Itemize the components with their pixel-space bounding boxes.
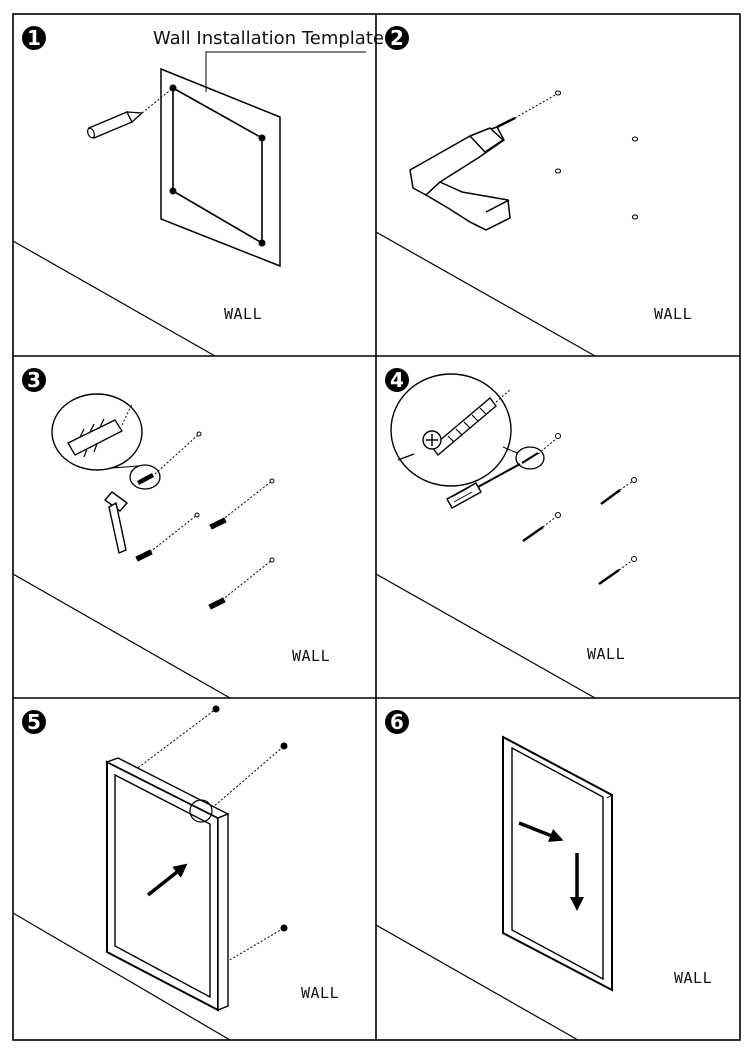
- step-6-badge: 6: [385, 710, 409, 734]
- anchor-zoom-bubble: [51, 393, 161, 490]
- step-6-number: 6: [390, 710, 404, 734]
- step-2-number: 2: [390, 26, 404, 50]
- step-4-panel: 4: [375, 368, 637, 699]
- step-5-panel: 5 WALL: [12, 705, 339, 1041]
- step-2-badge: 2: [385, 26, 409, 50]
- template-title: Wall Installation Template: [153, 28, 384, 49]
- template-hole: [169, 187, 177, 195]
- hammer-icon: [104, 491, 128, 554]
- step-1-badge: 1: [22, 26, 46, 50]
- wall-baseline: [375, 924, 579, 1041]
- panel-grid: [12, 13, 741, 1041]
- title-leader: [205, 51, 366, 92]
- template-sheet: [160, 67, 281, 268]
- step-1-number: 1: [27, 26, 41, 50]
- drill-icon: [409, 116, 516, 231]
- screws: [522, 433, 637, 585]
- wall-label: WALL: [301, 984, 339, 1002]
- step-3-number: 3: [27, 368, 41, 392]
- arrow-icon: [518, 821, 564, 842]
- wall-baseline: [12, 912, 231, 1041]
- wall-label: WALL: [587, 645, 625, 663]
- wall-label: WALL: [292, 647, 330, 665]
- step-5-number: 5: [27, 710, 41, 734]
- mirror-icon: [105, 757, 230, 1012]
- step-3-badge: 3: [22, 368, 46, 392]
- pencil-icon: [87, 87, 174, 139]
- screwdriver-icon: [446, 463, 521, 509]
- wall-label: WALL: [654, 305, 692, 323]
- wall-baseline: [375, 573, 596, 699]
- wall-anchors: [135, 431, 275, 610]
- wall-label: WALL: [674, 969, 712, 987]
- screw-zoom-bubble: [390, 373, 545, 487]
- step-5-badge: 5: [22, 710, 46, 734]
- template-hole: [258, 239, 266, 247]
- wall-baseline: [12, 573, 231, 699]
- step-4-number: 4: [390, 368, 404, 392]
- wall-baseline: [12, 240, 216, 357]
- step-4-badge: 4: [385, 368, 409, 392]
- arrow-icon: [146, 863, 188, 897]
- mirror-icon: [502, 735, 613, 992]
- template-hole: [258, 134, 266, 142]
- wall-baseline: [375, 231, 596, 357]
- drill-holes: [554, 90, 639, 220]
- step-6-panel: 6 WALL: [375, 710, 712, 1041]
- step-1-panel: 1 Wall Installation Template WALL: [12, 26, 384, 357]
- hook-zoom-circle: [189, 799, 213, 823]
- step-3-panel: 3: [12, 368, 330, 699]
- step-2-panel: 2 WALL: [375, 26, 692, 357]
- wall-label: WALL: [224, 305, 262, 323]
